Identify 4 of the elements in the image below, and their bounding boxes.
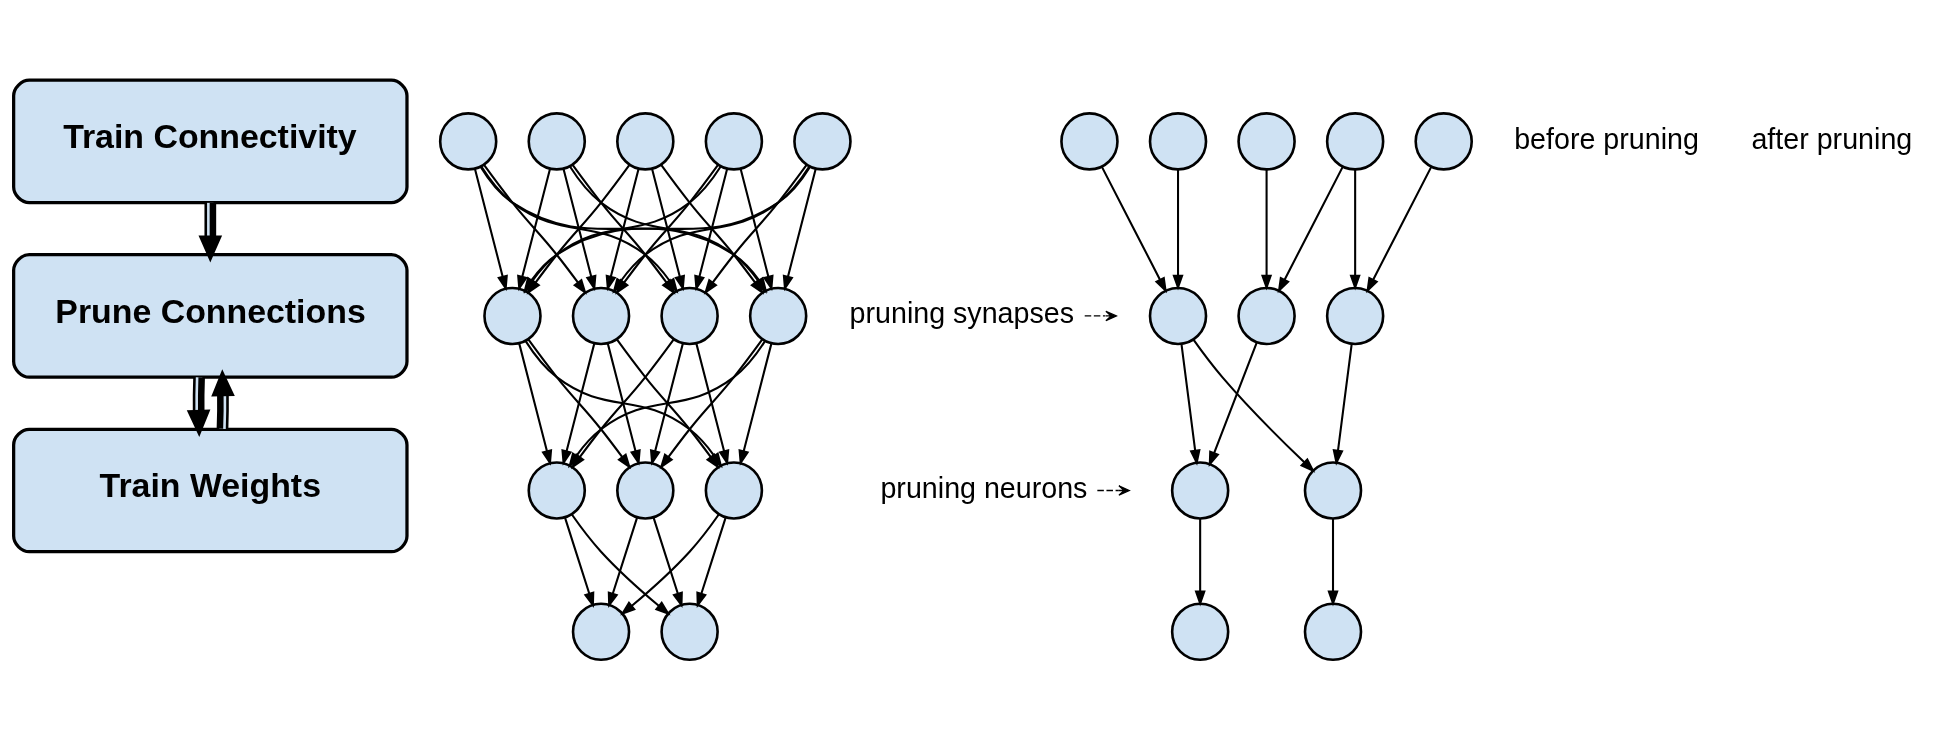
label: after pruning: [1751, 122, 1913, 155]
node-text: pruning synapses: [849, 297, 1075, 330]
label: before pruning: [1514, 122, 1699, 155]
node-text: pruning neurons: [880, 471, 1088, 504]
